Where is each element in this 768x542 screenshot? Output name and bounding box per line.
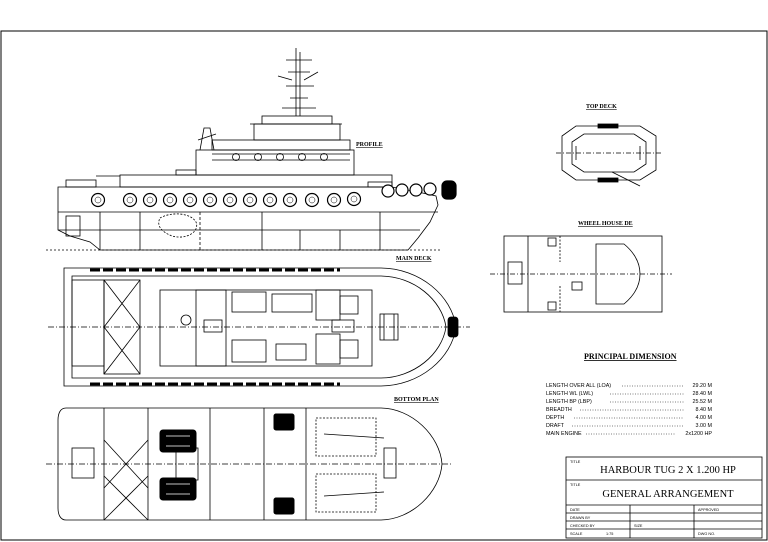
title-block: [565, 456, 763, 539]
principal-dimension-title: PRINCIPAL DIMENSION: [584, 352, 677, 361]
size-cell: SIZE: [634, 524, 643, 528]
principal-dimension-table: LENGTH OVER ALL (LOA) 29.20 M LENGTH WL …: [546, 383, 713, 437]
dim-value-lbp: 25.52 M: [693, 399, 713, 405]
dim-value-engine: 2x1200 HP: [685, 431, 712, 437]
main-deck-view: [48, 267, 470, 387]
scale-cell: SCALE: [570, 532, 583, 536]
checked-cell: CHECKED BY: [570, 524, 595, 528]
dim-label-engine: MAIN ENGINE: [546, 431, 582, 437]
dim-label-lbp: LENGTH BP (LBP): [546, 399, 592, 405]
date-cell: DATE: [570, 508, 580, 512]
profile-view: [46, 48, 440, 251]
wheel-house-label: WHEEL HOUSE DE: [578, 221, 633, 227]
dim-label-depth: DEPTH: [546, 415, 564, 421]
drawn-cell: DRAWN BY: [570, 516, 591, 520]
main-engines: [159, 413, 295, 515]
drawing-title: GENERAL ARRANGEMENT: [602, 489, 734, 500]
profile-label: PROFILE: [356, 142, 383, 148]
dwg-no-cell: DWG NO.: [698, 532, 715, 536]
dim-label-breadth: BREADTH: [546, 407, 572, 413]
dim-value-lwl: 28.40 M: [693, 391, 713, 397]
top-deck-label: TOP DECK: [586, 104, 617, 110]
sheet-border: [0, 30, 768, 541]
top-deck-view: [556, 123, 662, 187]
title-tag-2: TITLE: [570, 483, 581, 487]
scale-value: 1:75: [606, 532, 613, 536]
dim-label-lwl: LENGTH WL (LWL): [546, 391, 593, 397]
profile-fenders: [90, 180, 457, 208]
vessel-title: HARBOUR TUG 2 X 1.200 HP: [600, 465, 736, 476]
dim-label-draft: DRAFT: [546, 423, 565, 429]
profile-fender-cores: [94, 195, 358, 204]
dim-value-breadth: 8.40 M: [696, 407, 713, 413]
dim-value-draft: 3.00 M: [696, 423, 713, 429]
dim-label-loa: LENGTH OVER ALL (LOA): [546, 383, 611, 389]
approved-cell: APPROVED: [698, 508, 719, 512]
bottom-plan-view: [46, 407, 452, 521]
dim-value-depth: 4.00 M: [696, 415, 713, 421]
dim-value-loa: 29.20 M: [693, 383, 713, 389]
bottom-plan-label: BOTTOM PLAN: [394, 397, 439, 403]
title-tag: TITLE: [570, 460, 581, 464]
engine-details: [166, 435, 190, 495]
main-deck-label: MAIN DECK: [396, 256, 432, 262]
wheel-house-view: [490, 235, 672, 313]
